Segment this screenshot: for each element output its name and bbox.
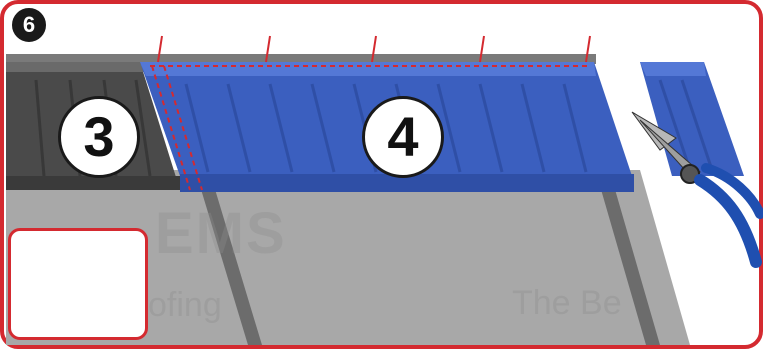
panel-3-label: 3 [58,96,140,178]
watermark-tagline: ofing [148,286,222,325]
watermark-brand: EMS [155,200,287,267]
panel-4-label: 4 [362,96,444,178]
fastener-inset [8,228,148,340]
step-number-badge: 6 [10,6,48,44]
watermark-slogan: The Be [512,284,622,323]
